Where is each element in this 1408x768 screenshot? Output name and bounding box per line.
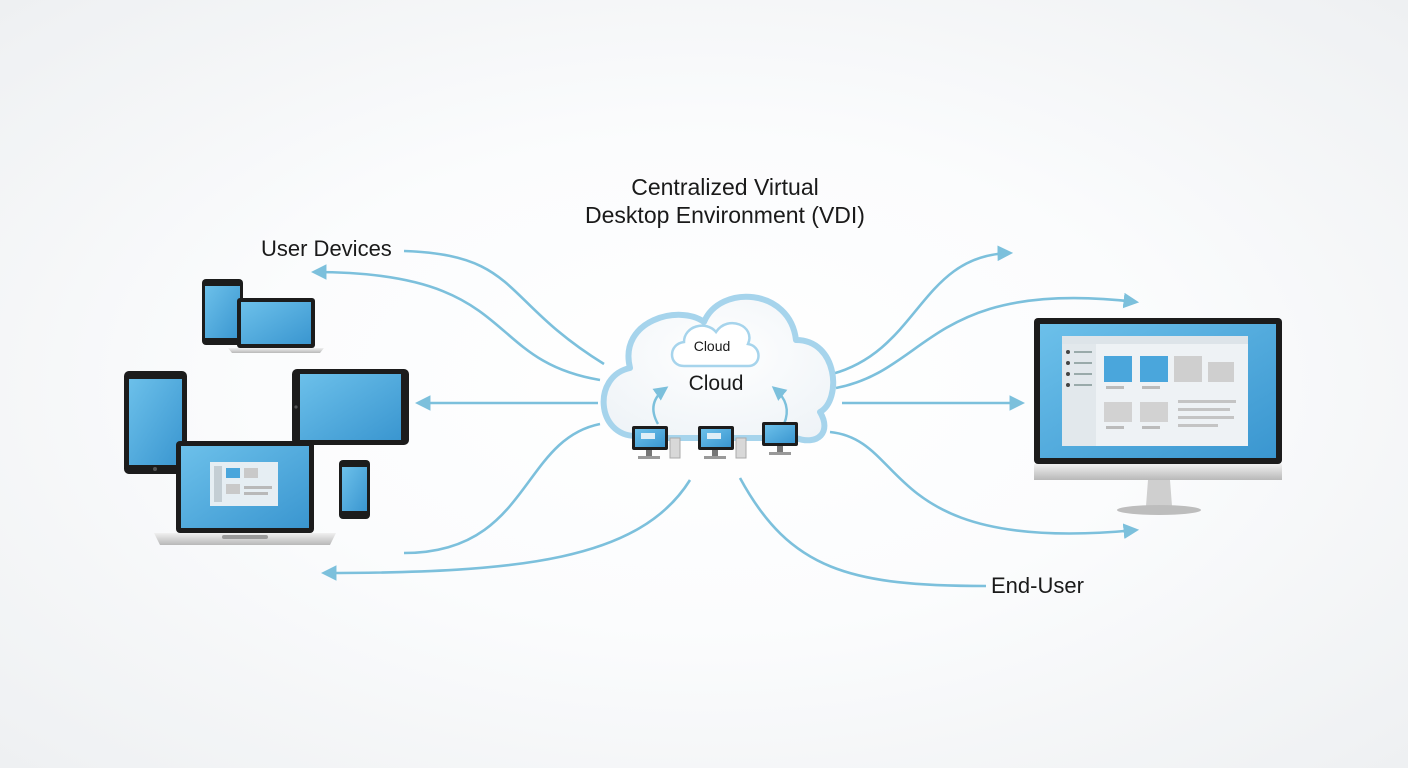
monitor-icon (1034, 318, 1282, 515)
terminal-2 (698, 426, 747, 459)
arrow-to-phone-laptop (310, 264, 601, 382)
end-user-label: End-User (991, 573, 1084, 598)
diagram-title-line2: Desktop Environment (VDI) (585, 202, 865, 228)
arrow-to-end-user (738, 477, 987, 588)
phone-small-icon (339, 460, 370, 519)
arrow-to-laptop-bottom (403, 422, 601, 555)
arrows-left (310, 249, 692, 581)
user-devices-label: User Devices (261, 236, 392, 261)
diagram-title-line1: Centralized Virtual (631, 174, 819, 200)
cloud-label: Cloud (688, 372, 744, 395)
arrows-right (738, 245, 1140, 588)
tablet-icon (124, 371, 187, 474)
tablet-landscape-icon (292, 369, 409, 445)
phone-icon (202, 279, 243, 345)
arrow-to-bottom-left (320, 479, 692, 581)
terminal-3 (762, 422, 798, 455)
laptop-icon (228, 298, 324, 353)
arrow-up-right (831, 245, 1014, 376)
arrow-to-devices-top (403, 249, 605, 366)
terminal-1 (632, 426, 681, 459)
laptop-main-icon (154, 441, 336, 545)
arrow-to-monitor-bottom (829, 430, 1140, 539)
cloud-small-label: Cloud (693, 338, 731, 354)
arrow-to-monitor-top (835, 292, 1140, 390)
cloud-icon (600, 293, 837, 444)
server-icon (632, 422, 798, 459)
